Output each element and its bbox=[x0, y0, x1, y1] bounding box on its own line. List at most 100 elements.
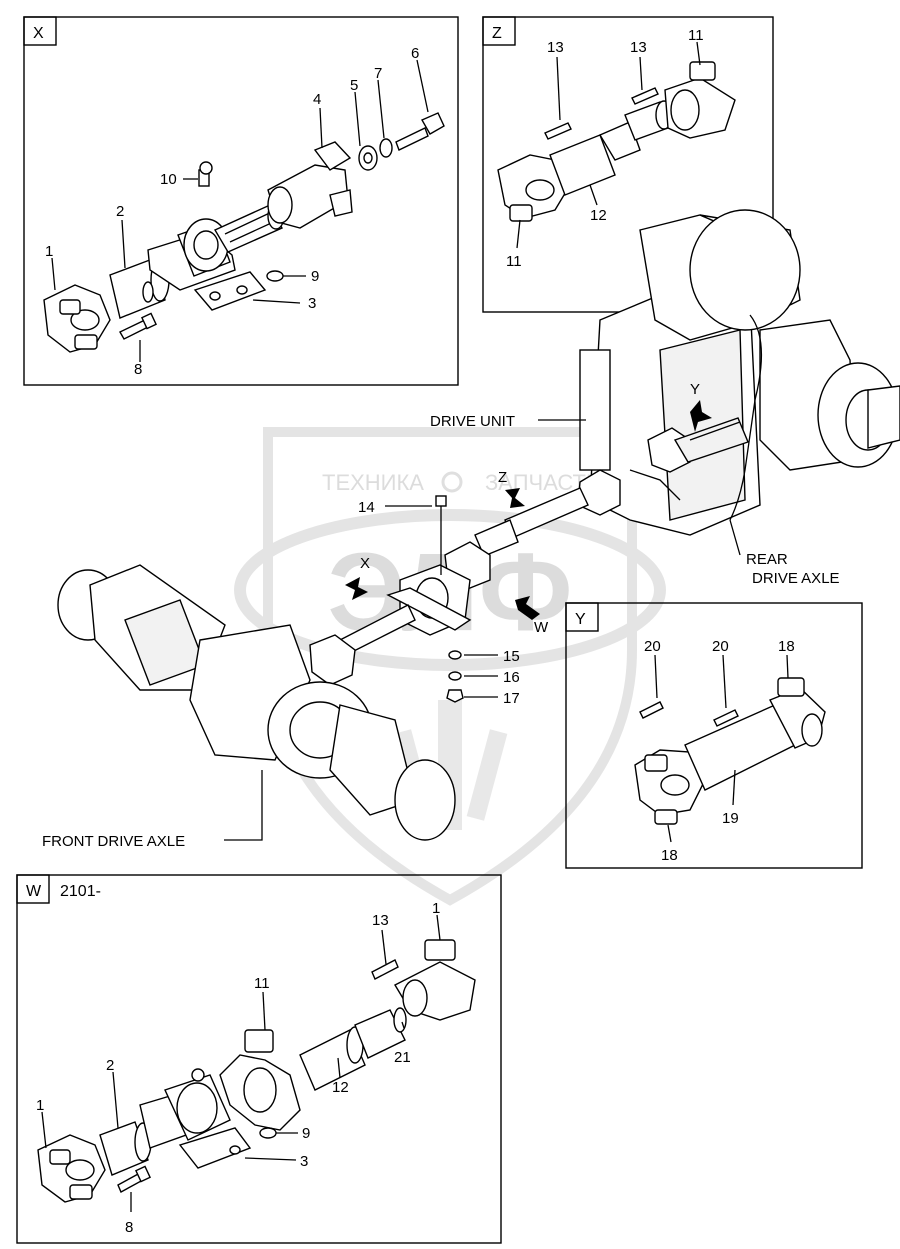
arrow-z-icon bbox=[505, 488, 525, 508]
leader-lines-y bbox=[654, 654, 789, 843]
leader-lines bbox=[51, 59, 429, 362]
callout-4: 4 bbox=[313, 91, 321, 108]
callout-12-w: 12 bbox=[332, 1079, 349, 1096]
front-axle-label: FRONT DRIVE AXLE bbox=[42, 833, 185, 850]
callout-13-w: 13 bbox=[372, 912, 389, 929]
grease-nipple bbox=[198, 161, 213, 187]
grease-nipple-w bbox=[191, 1068, 205, 1082]
callout-1: 1 bbox=[45, 243, 53, 260]
detail-x-tag: X bbox=[33, 25, 44, 42]
arrow-x-icon bbox=[345, 577, 368, 600]
rear-axle-label-1: REAR bbox=[746, 551, 788, 568]
callout-6: 6 bbox=[411, 45, 419, 62]
bolt-13a bbox=[544, 122, 572, 140]
arrow-x-label: X bbox=[360, 555, 370, 572]
detail-y: Y 20 20 18 19 18 bbox=[565, 602, 863, 869]
washer-hole bbox=[363, 152, 373, 164]
callout-9: 9 bbox=[311, 268, 319, 285]
callout-18b: 18 bbox=[661, 847, 678, 864]
propeller-shaft-w bbox=[219, 939, 476, 1131]
bolt-13b bbox=[631, 87, 659, 105]
callout-1-w-bottom: 1 bbox=[36, 1097, 44, 1114]
callout-13a: 13 bbox=[547, 39, 564, 56]
leader-lines-main bbox=[224, 419, 741, 841]
arrow-w-label: W bbox=[534, 619, 549, 636]
callout-16: 16 bbox=[503, 669, 520, 686]
bolt-8 bbox=[119, 312, 157, 340]
universal-joint-yoke bbox=[43, 284, 111, 353]
leader-lines-z bbox=[516, 41, 701, 249]
callout-17: 17 bbox=[503, 690, 520, 707]
bolt-8-w bbox=[117, 1165, 151, 1193]
arrow-y-label: Y bbox=[690, 381, 700, 398]
callout-10: 10 bbox=[160, 171, 177, 188]
bolt-14 bbox=[435, 495, 447, 575]
callout-9-w: 9 bbox=[302, 1125, 310, 1142]
universal-joint-yoke-w bbox=[37, 1134, 106, 1203]
front-propeller-shaft bbox=[309, 604, 416, 686]
callout-15: 15 bbox=[503, 648, 520, 665]
center-bearing-housing-w bbox=[139, 1074, 252, 1169]
callout-3: 3 bbox=[308, 295, 316, 312]
arrow-z-label: Z bbox=[498, 469, 507, 486]
detail-w: W 2101- bbox=[16, 874, 502, 1244]
gear-icon bbox=[441, 471, 463, 493]
detail-w-tag-box bbox=[16, 874, 50, 904]
callout-18a: 18 bbox=[778, 638, 795, 655]
detail-z-tag: Z bbox=[492, 25, 502, 42]
watermark-text-left: ТЕХНИКА bbox=[322, 470, 424, 495]
callout-11b: 11 bbox=[506, 253, 522, 270]
callout-7: 7 bbox=[374, 65, 382, 82]
callout-12: 12 bbox=[590, 207, 607, 224]
detail-y-tag-box bbox=[565, 602, 599, 632]
rear-axle-label-2: DRIVE AXLE bbox=[752, 570, 840, 587]
callout-11a: 11 bbox=[688, 27, 704, 44]
leader-lines-w bbox=[41, 914, 441, 1212]
bolt-20a bbox=[639, 701, 664, 719]
callout-5: 5 bbox=[350, 77, 358, 94]
detail-x-tag-box bbox=[23, 16, 57, 46]
drive-unit bbox=[579, 209, 801, 536]
callout-19: 19 bbox=[722, 810, 739, 827]
washer-9-w bbox=[259, 1127, 277, 1139]
center-bearing bbox=[386, 564, 472, 636]
callout-21-w: 21 bbox=[394, 1049, 411, 1066]
propeller-shaft-z bbox=[497, 61, 736, 222]
detail-z: Z 13 13 11 12 11 bbox=[482, 16, 774, 313]
main-assembly: DRIVE UNIT REAR DRIVE AXLE FRONT DRIVE A… bbox=[42, 209, 900, 850]
washer-9 bbox=[266, 270, 284, 282]
bolt-20b bbox=[713, 709, 739, 727]
nut-17 bbox=[446, 689, 464, 703]
detail-w-frame bbox=[16, 874, 502, 1244]
rear-drive-axle bbox=[729, 314, 900, 521]
callout-2: 2 bbox=[116, 203, 124, 220]
detail-x: X bbox=[23, 16, 459, 386]
callout-3-w: 3 bbox=[300, 1153, 308, 1170]
callout-8-w: 8 bbox=[125, 1219, 133, 1236]
washer-15 bbox=[448, 650, 462, 660]
arrow-w-icon bbox=[515, 596, 540, 620]
detail-y-tag: Y bbox=[575, 611, 586, 628]
propeller-shaft-y bbox=[634, 677, 826, 825]
drive-unit-label: DRIVE UNIT bbox=[430, 413, 515, 430]
callout-1-w-top: 1 bbox=[432, 900, 440, 917]
callout-14: 14 bbox=[358, 499, 375, 516]
center-bearing-housing bbox=[147, 218, 267, 311]
lock-washer-part bbox=[379, 138, 393, 158]
detail-x-frame bbox=[23, 16, 459, 386]
lock-washer-16 bbox=[448, 671, 462, 681]
slip-yoke bbox=[267, 141, 353, 229]
detail-z-tag-box bbox=[482, 16, 516, 46]
callout-2-w: 2 bbox=[106, 1057, 114, 1074]
bolt-13-w bbox=[371, 959, 399, 980]
front-drive-axle bbox=[57, 564, 456, 841]
callout-11-w: 11 bbox=[254, 975, 270, 992]
callout-8: 8 bbox=[134, 361, 142, 378]
callout-13b: 13 bbox=[630, 39, 647, 56]
detail-y-frame bbox=[565, 602, 863, 869]
detail-w-tag: W bbox=[26, 883, 42, 900]
arrow-y-icon bbox=[690, 400, 712, 432]
callout-20a: 20 bbox=[644, 638, 661, 655]
callout-20b: 20 bbox=[712, 638, 729, 655]
